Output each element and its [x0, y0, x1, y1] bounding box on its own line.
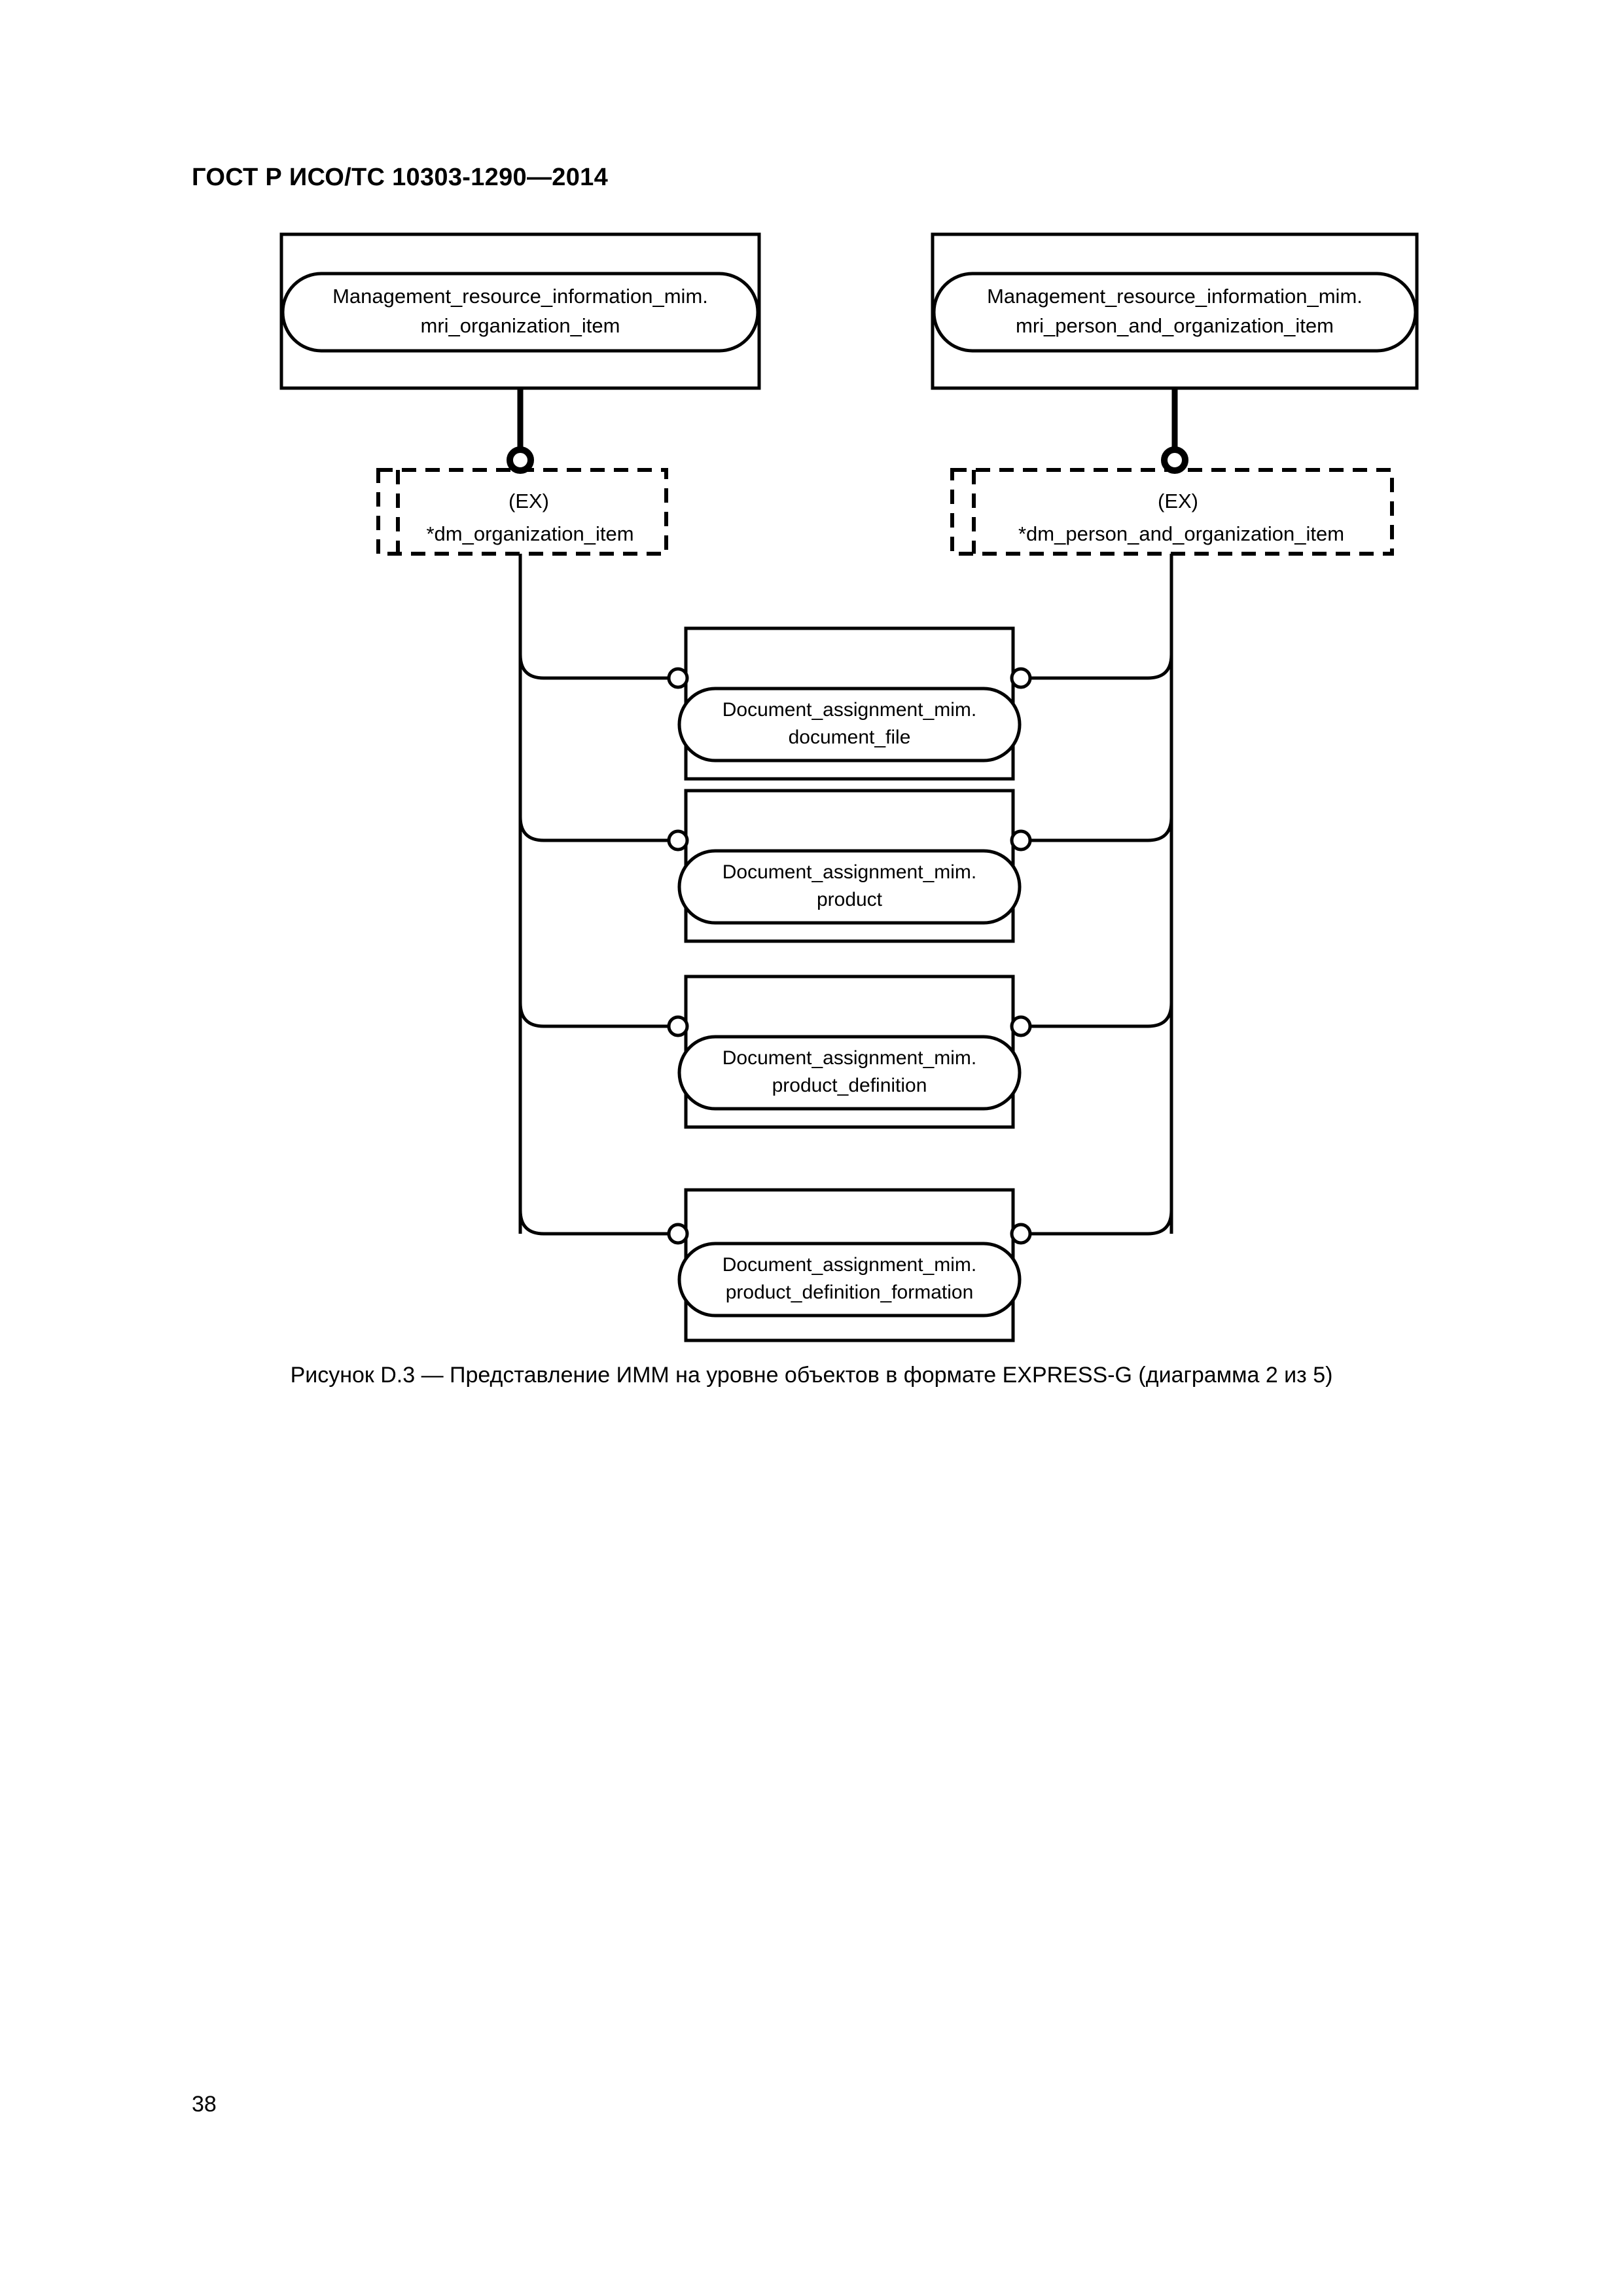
entity-box-label-line1: Document_assignment_mim.	[722, 1254, 977, 1276]
express-box-dm-organization-item: (EX) *dm_organization_item	[376, 468, 668, 556]
attribute-circle-left	[667, 1223, 689, 1245]
schema-box-rounded-rect	[281, 272, 760, 353]
relationship-circle-left	[507, 446, 534, 474]
entity-box-label-line1: Document_assignment_mim.	[722, 1047, 977, 1069]
document-header-standard-number: ГОСТ Р ИСО/ТС 10303-1290—2014	[192, 164, 608, 191]
entity-box-product: Document_assignment_mim. product	[667, 789, 1032, 943]
schema-box-rounded-rect	[932, 272, 1418, 353]
attribute-circle-left	[667, 1015, 689, 1037]
left-branch-3	[518, 1002, 671, 1028]
express-box-tag: (EX)	[1158, 490, 1198, 512]
left-branch-2	[518, 816, 671, 842]
figure-caption: Рисунок D.3 — Представление ИММ на уровн…	[290, 1363, 1333, 1388]
left-branch-4	[518, 1210, 671, 1236]
schema-box-label-line2: mri_organization_item	[421, 314, 620, 337]
entity-box-label-line1: Document_assignment_mim.	[722, 699, 977, 721]
entity-box-rounded-rect	[677, 1035, 1022, 1111]
entity-box-rounded-rect	[677, 687, 1022, 762]
express-box-tag: (EX)	[508, 490, 549, 512]
entity-box-document-file: Document_assignment_mim. document_file	[667, 626, 1032, 781]
schema-box-label-line1: Management_resource_information_mim.	[332, 285, 708, 308]
schema-box-label-line1: Management_resource_information_mim.	[987, 285, 1363, 308]
right-branch-3	[1027, 1002, 1173, 1028]
entity-box-label-line1: Document_assignment_mim.	[722, 861, 977, 883]
schema-box-label-line2: mri_person_and_organization_item	[1016, 314, 1334, 337]
right-branch-1	[1027, 654, 1173, 680]
express-box-dashed-rect	[376, 468, 668, 556]
attribute-circle-left	[667, 667, 689, 689]
connector-schema-to-express-left	[507, 388, 534, 474]
entity-box-product-definition-formation: Document_assignment_mim. product_definit…	[667, 1188, 1032, 1342]
schema-box-mri-person-and-organization-item: Management_resource_information_mim. mri…	[931, 232, 1419, 390]
attribute-circle-right	[1010, 667, 1032, 689]
attribute-circle-right	[1010, 829, 1032, 852]
left-branch-1	[518, 654, 671, 680]
attribute-circle-right	[1010, 1015, 1032, 1037]
attribute-circle-right	[1010, 1223, 1032, 1245]
connector-schema-to-express-right	[1161, 388, 1188, 474]
right-branch-4	[1027, 1210, 1173, 1236]
express-box-name: *dm_organization_item	[426, 522, 633, 545]
connector-tree-right	[1027, 554, 1173, 1236]
entity-box-label-line2: document_file	[789, 726, 911, 748]
entity-box-rounded-rect	[677, 1242, 1022, 1318]
entity-box-rounded-rect	[677, 849, 1022, 925]
schema-box-mri-organization-item: Management_resource_information_mim. mri…	[279, 232, 761, 390]
entity-box-label-line2: product_definition	[772, 1075, 927, 1096]
express-box-name: *dm_person_and_organization_item	[1018, 522, 1344, 545]
attribute-circle-left	[667, 829, 689, 852]
connector-tree-left	[518, 554, 671, 1236]
entity-box-label-line2: product	[817, 889, 883, 910]
entity-box-product-definition: Document_assignment_mim. product_definit…	[667, 975, 1032, 1129]
relationship-circle-right	[1161, 446, 1188, 474]
express-g-diagram: Management_resource_information_mim. mri…	[279, 232, 1419, 1342]
express-box-dm-person-and-organization-item: (EX) *dm_person_and_organization_item	[950, 468, 1394, 556]
entity-box-label-line2: product_definition_formation	[726, 1282, 974, 1303]
page-number: 38	[192, 2092, 217, 2117]
right-branch-2	[1027, 816, 1173, 842]
